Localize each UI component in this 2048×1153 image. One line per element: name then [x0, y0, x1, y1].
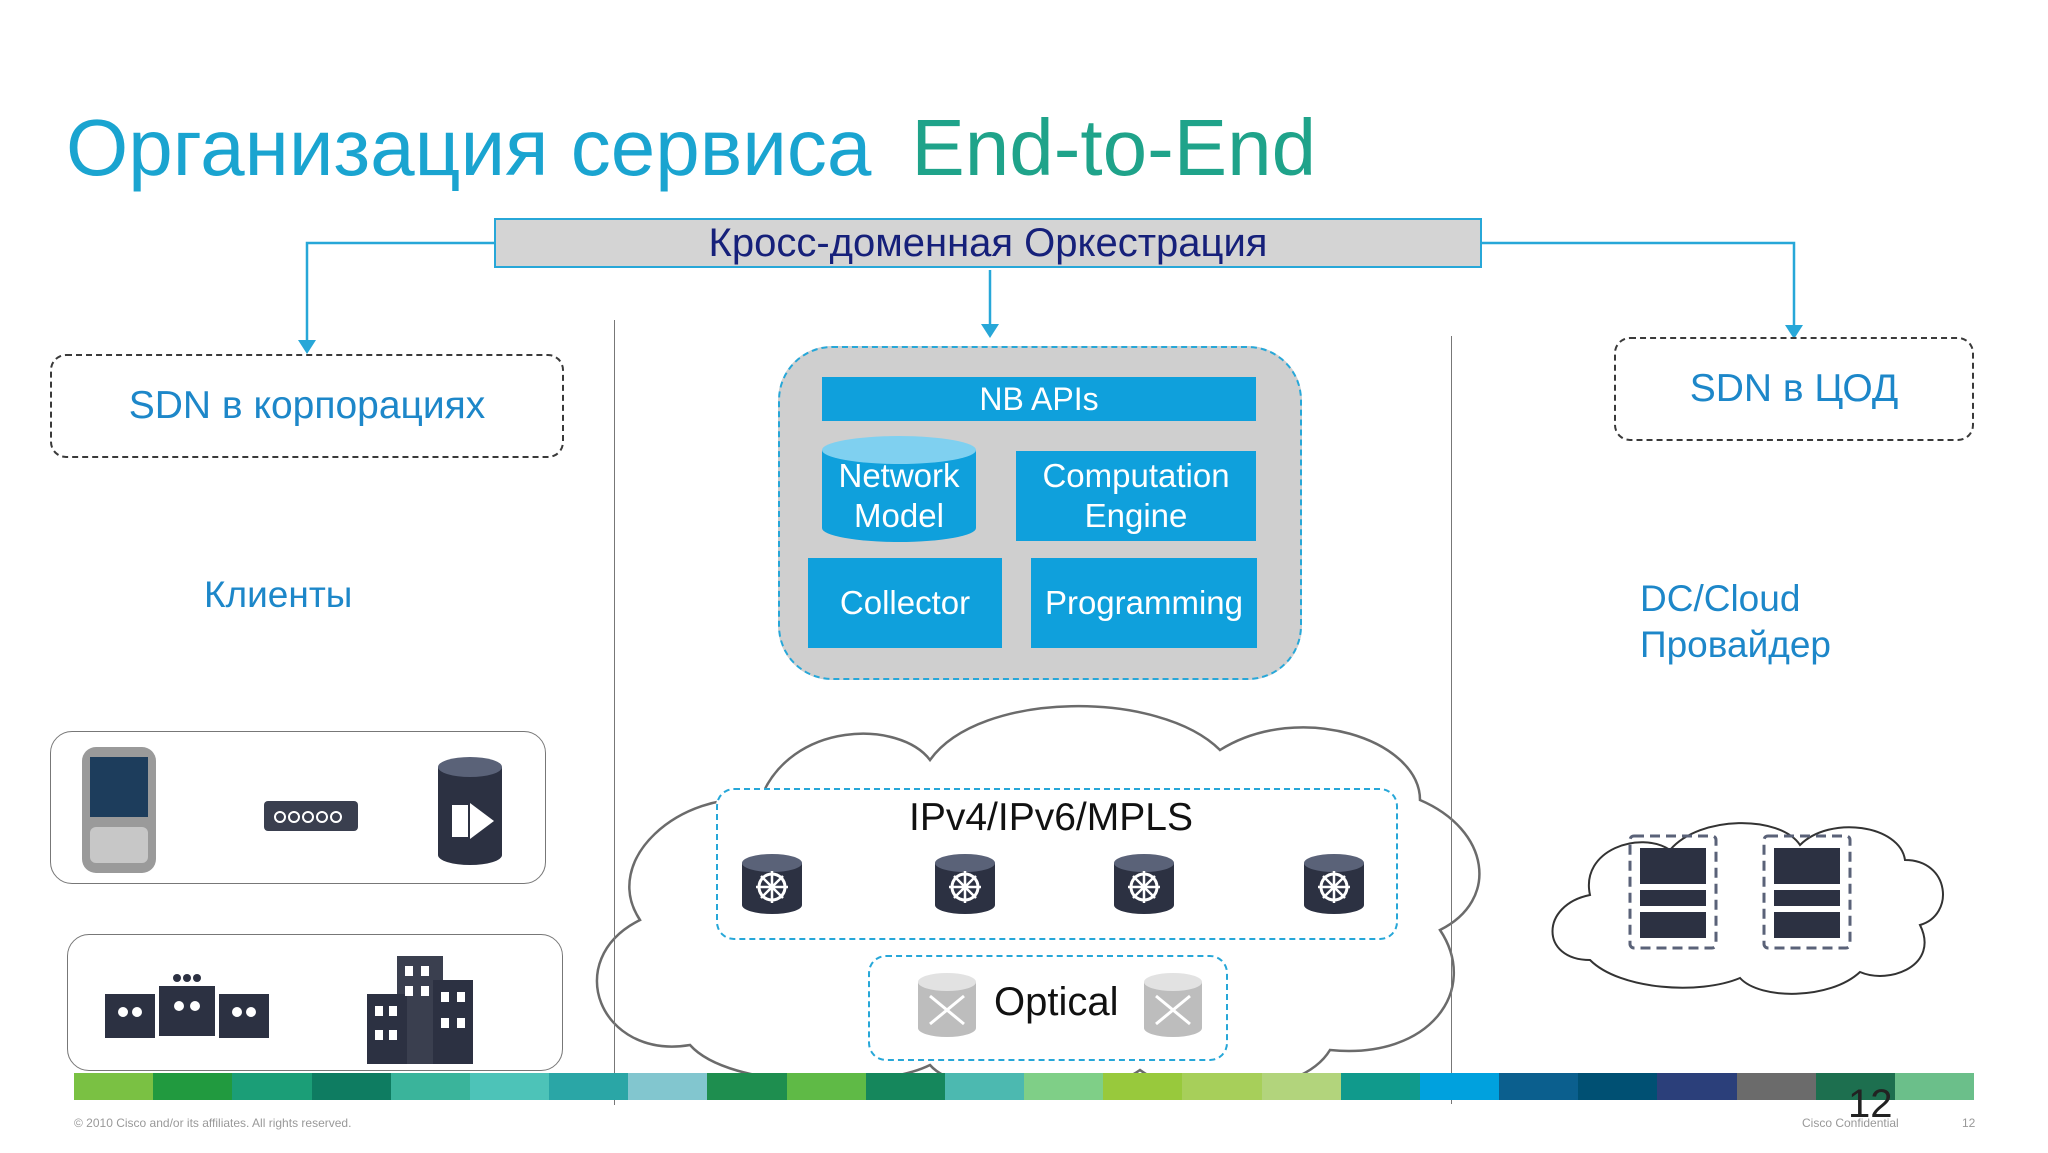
dc-label-line2: Провайдер [1640, 624, 1831, 665]
optical-switch-icons [918, 971, 1204, 1039]
footer-stripe [628, 1073, 708, 1100]
building-icon [367, 956, 473, 1064]
dc-label-line1: DC/Cloud [1640, 578, 1801, 619]
footer-stripe [1261, 1073, 1341, 1100]
switch-icon [264, 801, 358, 831]
sdn-enterprise-box: SDN в корпорациях [50, 354, 564, 458]
footer-stripe [549, 1073, 629, 1100]
media-router-icon [438, 757, 502, 865]
page-number-large: 12 [1848, 1082, 1893, 1126]
programming-box: Programming [1031, 558, 1257, 648]
confidential-text: Cisco Confidential [1802, 1116, 1899, 1130]
footer-stripe [707, 1073, 787, 1100]
footer-stripe [1578, 1073, 1658, 1100]
footer-stripe [390, 1073, 470, 1100]
footer-stripe [786, 1073, 866, 1100]
footer-stripe [1736, 1073, 1816, 1100]
nb-apis-bar: NB APIs [822, 377, 1256, 421]
footer-stripe [1419, 1073, 1500, 1100]
footer-stripe [1182, 1073, 1262, 1100]
collector-box: Collector [808, 558, 1002, 648]
client-device-icons [82, 747, 502, 873]
footer-stripe [1894, 1073, 1975, 1100]
telepresence-icon [105, 974, 269, 1038]
smartphone-icon [82, 747, 156, 873]
footer-stripe [865, 1073, 945, 1100]
footer-color-bar [74, 1073, 1975, 1100]
optical-switch-icon-1 [918, 971, 978, 1039]
orchestration-bar: Кросс-доменная Оркестрация [494, 218, 1482, 268]
router-icon-4 [1302, 852, 1366, 916]
footer-stripe [1340, 1073, 1420, 1100]
router-icons [740, 852, 1366, 916]
divider-right [1451, 336, 1452, 1104]
footer-stripe [1499, 1073, 1579, 1100]
footer-stripe [311, 1073, 391, 1100]
footer-stripe [1024, 1073, 1104, 1100]
ip-mpls-domain [716, 788, 1398, 940]
footer-stripe [232, 1073, 312, 1100]
network-model-label: Network Model [838, 457, 960, 534]
footer-stripe [153, 1073, 233, 1100]
footer-stripe [74, 1073, 154, 1100]
footer-stripe [1103, 1073, 1183, 1100]
title-part1: Организация сервиса [66, 103, 872, 192]
computation-engine-box: Computation Engine [1016, 451, 1256, 541]
copyright-text: © 2010 Cisco and/or its affiliates. All … [74, 1116, 352, 1130]
client-site-icons [105, 956, 473, 1064]
server-icons [1628, 834, 1852, 950]
database-icon [822, 436, 976, 542]
server-icon-1 [1628, 834, 1718, 950]
clients-label: Клиенты [204, 574, 353, 615]
footer-stripe [944, 1073, 1025, 1100]
router-icon-1 [740, 852, 804, 916]
footer-stripe [1815, 1073, 1895, 1100]
title-part2: End-to-End [911, 103, 1317, 192]
ip-mpls-label: IPv4/IPv6/MPLS [909, 796, 1193, 839]
router-icon-3 [1112, 852, 1176, 916]
server-icon-2 [1762, 834, 1852, 950]
router-icon-2 [933, 852, 997, 916]
divider-left [614, 320, 615, 1105]
optical-switch-icon-2 [1142, 971, 1204, 1039]
dc-cloud-label: DC/Cloud Провайдер [1640, 576, 1831, 668]
footer-stripe [1657, 1073, 1737, 1100]
sdn-datacenter-box: SDN в ЦОД [1614, 337, 1974, 441]
footer-stripe [469, 1073, 550, 1100]
page-number-small: 12 [1962, 1116, 1976, 1130]
optical-label: Optical [994, 980, 1119, 1024]
